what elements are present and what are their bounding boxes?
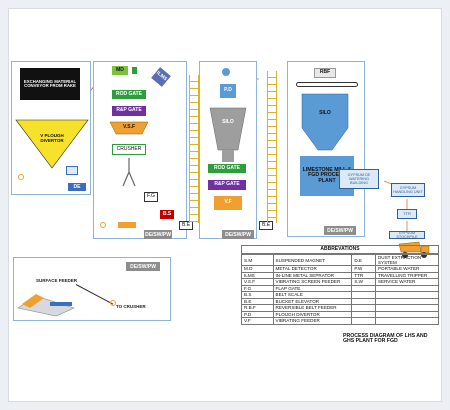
gypsum-stockpile-box: GYPSUM STOCKPILE [389, 231, 425, 239]
abbreviation-meaning: SUSPENDED MAGNET [272, 254, 353, 266]
vsf-label: V.S.F [122, 124, 136, 131]
panel4-tag: DE/SW/PW [324, 226, 356, 235]
feeder-conveyor-line [75, 284, 114, 305]
rap-gate-3: R&P GATE [208, 180, 246, 190]
bottom-left-tag: DE/SW/PW [126, 262, 160, 271]
to-crusher-label: TO CRUSHER [116, 304, 146, 309]
panel2-tag: DE/SW/PW [144, 230, 172, 239]
silo-hopper-4: SILO [301, 93, 349, 151]
abbreviation-code [351, 317, 376, 325]
abbreviation-meaning: DUST EXTRACTION SYSTEM [374, 254, 440, 266]
silo-neck [222, 150, 234, 162]
gypsum-handling-box: GYPSUM HANDLING UNIT [391, 183, 425, 197]
md-box: MD [112, 66, 128, 75]
flap-gate-shape [122, 158, 136, 187]
panel-rake-unloading: EXCHANGING MATERIAL CONVEYOR FROM RAKE V… [11, 61, 91, 195]
surface-feeder-shape [17, 294, 75, 317]
magnet-icon [132, 67, 137, 74]
diverter-triangle: V PLOUGH DIVERTOR [15, 119, 89, 169]
silo-hopper: SILO [209, 107, 247, 151]
silo-hopper-4-shape [301, 93, 349, 151]
silo-hopper-shape [209, 107, 247, 151]
surface-feeder-label: SURFACE FEEDER [36, 278, 78, 283]
bucket-elevator-1 [189, 75, 199, 223]
abbreviation-meaning: VIBRATING SCREEN FEEDER [272, 278, 353, 286]
gypsum-dewatering-box: GYPSUM DE WATERING BUILDING [339, 169, 379, 189]
pd-drop-icon [222, 68, 230, 76]
rbf-box: RBF [314, 68, 336, 78]
pulley-left-icon [100, 222, 106, 228]
flap-gate-icon [122, 158, 136, 188]
silo-label-4: SILO [319, 110, 331, 117]
panel-silo-feed: P.D SILO ROD GATE R&P GATE V.F DE/SW/PW [199, 61, 257, 239]
abbreviation-code: S.M [241, 254, 274, 266]
be-box-1: B.E [179, 221, 193, 230]
abbreviation-code: D.E [351, 254, 376, 266]
plough-diverter-label: V PLOUGH DIVERTOR [40, 133, 64, 143]
panel3-tag: DE/SW/PW [222, 230, 254, 239]
fg-box: F.G [144, 192, 158, 202]
ilms-box: ILMS [151, 67, 171, 87]
exchanging-conveyor-label: EXCHANGING MATERIAL CONVEYOR FROM RAKE [23, 78, 77, 88]
silo-label-3: SILO [222, 119, 234, 126]
rod-gate: ROD GATE [112, 90, 146, 99]
surface-feeder-machine [16, 288, 76, 317]
diagram-sheet: EXCHANGING MATERIAL CONVEYOR FROM RAKE V… [8, 8, 442, 402]
rap-gate: R&P GATE [112, 106, 146, 116]
abbreviations-title: ABBREVATIONS [241, 245, 439, 254]
rbf-conveyor [296, 82, 358, 87]
panel-fgd-plant: RBF SILO LIMESTONE MILL & FGD PROCESS PL… [287, 61, 365, 237]
diagram-caption: PROCESS DIAGRAM OF LHS AND GHS PLANT FOR… [343, 332, 428, 344]
panel-surface-feeder: DE/SW/PW SURFACE FEEDER TO CRUSHER [13, 257, 171, 321]
vsf-shape [109, 121, 149, 135]
be-box-2: B.E [259, 221, 273, 230]
abbreviation-code: V.F [241, 317, 274, 325]
de-tag: DE [68, 183, 86, 191]
feeder-pulley-icon [110, 300, 116, 306]
abbreviation-meaning: VIBRATING FEEDER [272, 317, 353, 325]
crusher-feeder-icon [118, 222, 136, 228]
abbreviation-meaning [374, 317, 440, 325]
bucket-elevator-2 [267, 71, 277, 223]
pd-box: P.D [220, 84, 236, 98]
crusher-box: CRUSHER [112, 144, 146, 155]
water-tank-icon [66, 166, 78, 175]
bs-box: B.S [160, 210, 174, 219]
vf-box: V.F [214, 196, 242, 210]
panel-crushing: MD ILMS ROD GATE R&P GATE V.S.F CRUSHER … [93, 61, 187, 239]
exchanging-conveyor-box: EXCHANGING MATERIAL CONVEYOR FROM RAKE [20, 68, 80, 100]
rod-gate-3: ROD GATE [208, 164, 246, 173]
ttr-box: TTR [397, 209, 417, 219]
pulley-icon [18, 174, 24, 180]
diverter-triangle-shape [15, 119, 89, 169]
vsf-funnel: V.S.F [109, 121, 149, 135]
